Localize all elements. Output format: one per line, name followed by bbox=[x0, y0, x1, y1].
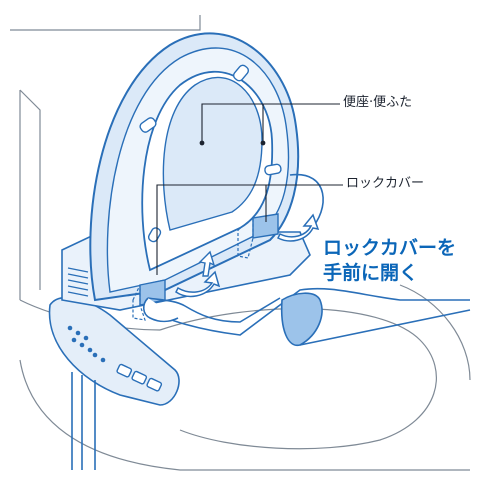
label-lock-cover: ロックカバー bbox=[346, 176, 425, 191]
instruction-line-2: 手前に開く bbox=[323, 262, 419, 284]
pull-arrow-left bbox=[175, 270, 221, 298]
hand-arm bbox=[142, 287, 471, 346]
instruction-line-1: ロックカバーを bbox=[323, 237, 457, 259]
toilet-lid bbox=[89, 32, 324, 302]
label-seat-and-lid: 便座·便ふた bbox=[343, 95, 413, 110]
leader-lines bbox=[156, 103, 343, 275]
control-panel bbox=[48, 296, 180, 470]
lock-cover-right bbox=[237, 213, 279, 259]
pull-arrow-right bbox=[276, 213, 320, 242]
pull-arrow-center bbox=[198, 250, 216, 277]
